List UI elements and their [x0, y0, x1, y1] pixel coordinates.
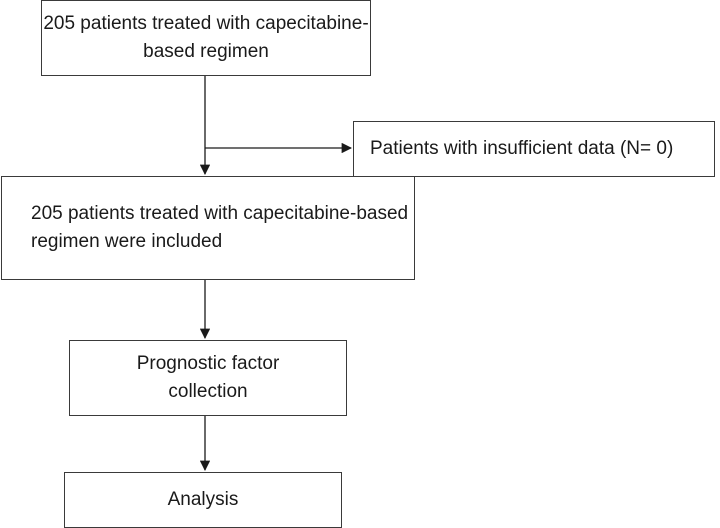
node-start: 205 patients treated with capecitabine-b… [41, 0, 371, 76]
node-analysis-label: Analysis [167, 489, 239, 511]
node-included: 205 patients treated with capecitabine-b… [1, 176, 415, 280]
node-included-label: 205 patients treated with capecitabine-b… [31, 203, 409, 252]
node-excluded-label: Patients with insufficient data (N= 0) [370, 138, 674, 160]
node-collection-label: Prognostic factor collection [136, 353, 280, 402]
node-analysis: Analysis [64, 472, 342, 528]
node-excluded: Patients with insufficient data (N= 0) [353, 121, 715, 177]
node-start-label: 205 patients treated with capecitabine-b… [43, 13, 369, 62]
node-collection: Prognostic factor collection [69, 340, 347, 416]
